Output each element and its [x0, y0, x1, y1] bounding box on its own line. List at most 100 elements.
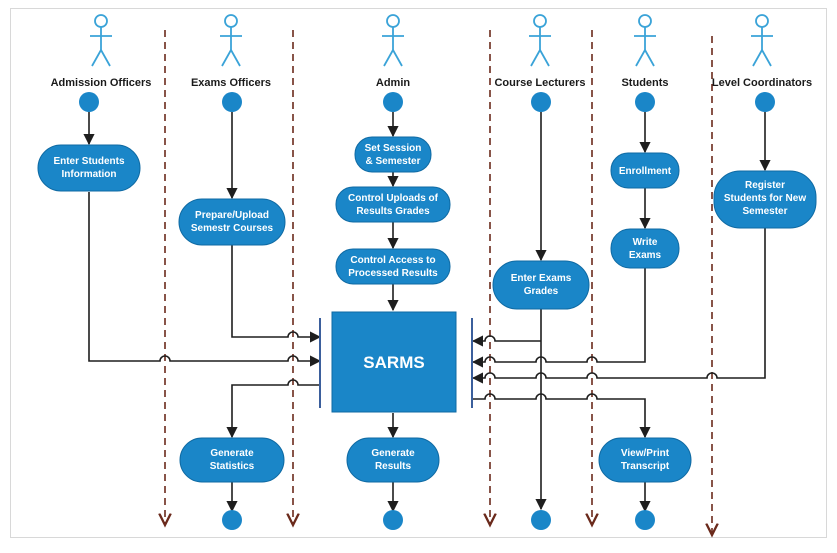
- lane-label-admission-officers: Admission Officers: [51, 77, 152, 89]
- sarms-label: SARMS: [363, 353, 424, 372]
- diagram-frame: [10, 8, 827, 538]
- sarms-system: SARMS: [319, 311, 473, 413]
- final-node-lecturers: [531, 510, 551, 530]
- actor-limb: [761, 49, 772, 67]
- activity-line: Generate: [371, 448, 415, 459]
- flow-register-to-sarms: [471, 228, 766, 384]
- actor-icon: [634, 14, 656, 67]
- lane-label-students: Students: [621, 77, 668, 89]
- activity-line: Information: [62, 169, 117, 180]
- actor-limb: [230, 49, 241, 67]
- actor-head: [224, 14, 238, 28]
- activity-enrollment: Enrollment: [610, 152, 680, 189]
- initial-node-admission: [79, 92, 99, 112]
- activity-line: Semestr Courses: [191, 223, 274, 234]
- activity-line: Register: [745, 180, 785, 191]
- actor-head: [638, 14, 652, 28]
- lane-label-course-lecturers: Course Lecturers: [494, 77, 585, 89]
- actor-head: [533, 14, 547, 28]
- activity-line: Students for New: [724, 193, 806, 204]
- final-node-results: [383, 510, 403, 530]
- flow-write-exams-to-sarms: [471, 268, 646, 368]
- swimlane-dividers: [165, 30, 712, 535]
- lane-label-exams-officers: Exams Officers: [191, 77, 271, 89]
- lane-label-level-coordinators: Level Coordinators: [712, 77, 812, 89]
- actor-limb: [91, 49, 102, 67]
- actor-icon: [529, 14, 551, 67]
- activity-line: Grades: [524, 286, 559, 297]
- actor-limb: [100, 49, 111, 67]
- activity-shape: [178, 198, 286, 246]
- lane-labels: Admission Officers Exams Officers Admin …: [51, 77, 813, 89]
- actor-head: [94, 14, 108, 28]
- activity-shape: [354, 136, 432, 173]
- svg-text:Set Session& Semester: Set Session& Semester: [365, 143, 422, 167]
- activity-shape: [179, 437, 285, 483]
- actor-limb: [539, 49, 550, 67]
- activity-line: View/Print: [621, 448, 670, 459]
- svg-text:Enrollment: Enrollment: [619, 166, 672, 177]
- actor-limb: [392, 49, 403, 67]
- actor-limb: [644, 49, 655, 67]
- final-node-transcript: [635, 510, 655, 530]
- initial-nodes: [79, 92, 775, 112]
- activity-shape: [335, 186, 451, 223]
- actor-limb: [752, 49, 763, 67]
- actor-limb: [530, 49, 541, 67]
- activity-shape: [610, 152, 680, 189]
- activity-line: Enter Students: [53, 156, 125, 167]
- sarms-box: [331, 311, 457, 413]
- activity-shape: [37, 144, 141, 192]
- activity-line: Results: [375, 461, 412, 472]
- activity-line: Enrollment: [619, 166, 672, 177]
- actors: [90, 14, 773, 67]
- activity-line: Control Uploads of: [348, 193, 439, 204]
- initial-node-students: [635, 92, 655, 112]
- activity-line: Generate: [210, 448, 254, 459]
- activity-line: Processed Results: [348, 268, 438, 279]
- activity-line: Transcript: [621, 461, 670, 472]
- initial-node-admin: [383, 92, 403, 112]
- actor-icon: [751, 14, 773, 67]
- activity-line: Enter Exams: [511, 273, 572, 284]
- flow-courses-to-sarms: [231, 245, 322, 343]
- activity-line: Statistics: [210, 461, 255, 472]
- initial-node-exams: [222, 92, 242, 112]
- activity-shape: [713, 170, 817, 229]
- actor-icon: [220, 14, 242, 67]
- activity-line: Exams: [629, 250, 662, 261]
- activity-shape: [492, 260, 590, 310]
- control-flows: [83, 112, 771, 513]
- lane-label-admin: Admin: [376, 77, 411, 89]
- actor-limb: [221, 49, 232, 67]
- initial-node-coordinators: [755, 92, 775, 112]
- flow-lecturers-to-sarms: [471, 335, 541, 347]
- activity-line: Prepare/Upload: [195, 210, 269, 221]
- activity-shape: [346, 437, 440, 483]
- actor-icon: [382, 14, 404, 67]
- final-nodes: [222, 510, 655, 530]
- activity-line: Semester: [742, 206, 787, 217]
- activity-shape: [598, 437, 692, 483]
